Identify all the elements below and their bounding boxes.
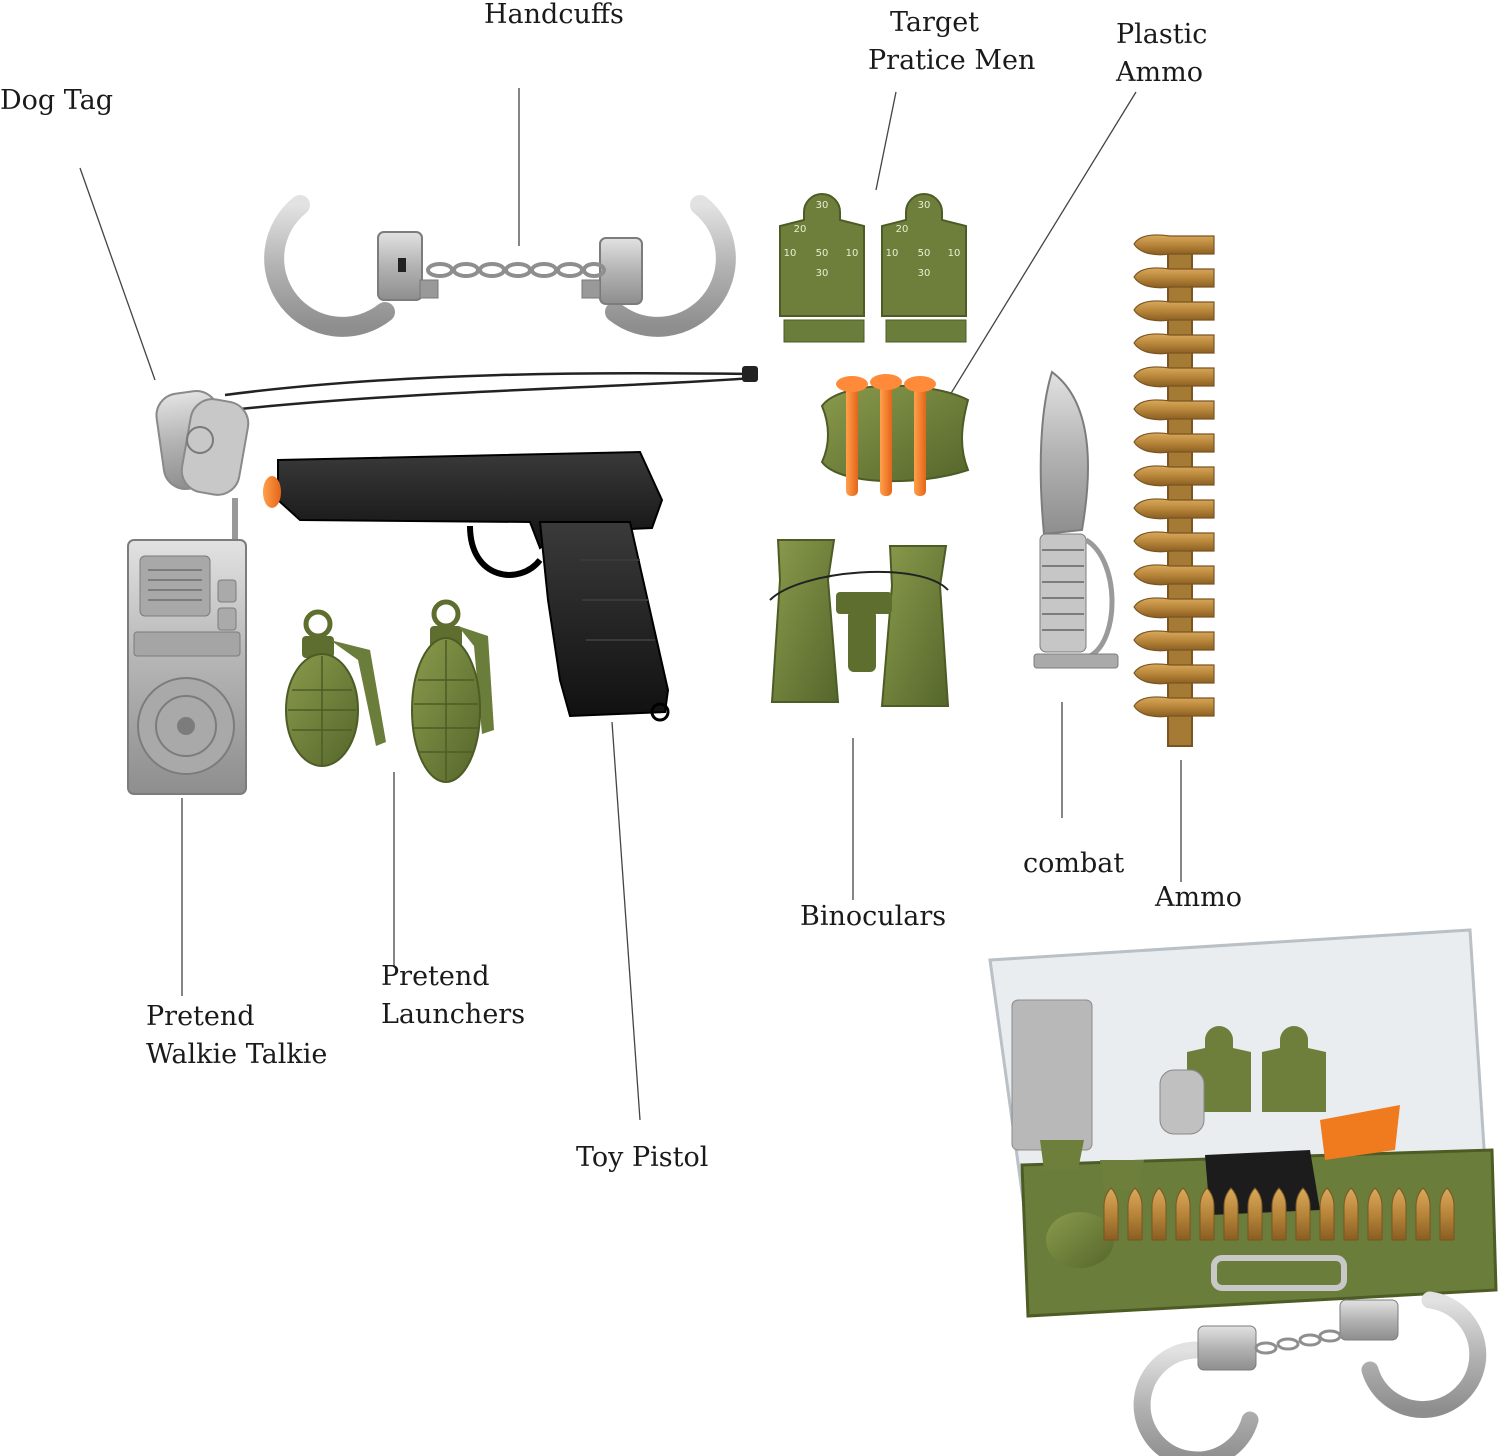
- label-combat: combat: [1023, 845, 1124, 883]
- target-men-image: 30 50 30 10 10 20 30 50 30 10 10 20: [779, 193, 967, 343]
- label-ammo-text: Ammo: [1155, 882, 1242, 913]
- case-image: [988, 928, 1498, 1456]
- target-right-score-center: 50: [918, 248, 931, 259]
- label-target-line2: Pratice Men: [868, 45, 1036, 76]
- label-launchers-line1: Pretend: [381, 961, 490, 992]
- case-bullet: [1391, 1187, 1407, 1241]
- target-right-score-low: 30: [918, 268, 931, 279]
- label-toy-pistol-text: Toy Pistol: [576, 1142, 709, 1173]
- label-binoculars: Binoculars: [800, 898, 946, 936]
- combat-knife-image: [1033, 370, 1119, 669]
- leader-line-pistol: [611, 721, 641, 1121]
- case-bullet: [1103, 1187, 1119, 1241]
- leader-line-plastic-ammo: [949, 91, 1137, 396]
- target-right-score-side-right: 10: [948, 248, 961, 259]
- target-left-score-side: 10: [784, 248, 797, 259]
- target-left-score-side-right: 10: [846, 248, 859, 259]
- bullet: [1133, 597, 1215, 619]
- label-launchers-line2: Launchers: [381, 999, 526, 1030]
- label-pretend-launchers: Pretend Launchers: [381, 958, 525, 1034]
- target-right-score-mid: 20: [896, 224, 909, 235]
- ammo-belt-image: [1167, 237, 1193, 747]
- bullet: [1133, 696, 1215, 718]
- toy-pistol-image: [263, 450, 670, 722]
- target-left-score-mid: 20: [794, 224, 807, 235]
- grenades-image: [285, 599, 494, 783]
- label-target-line1: Target: [890, 7, 980, 38]
- label-pretend-walkie-talkie: Pretend Walkie Talkie: [146, 998, 327, 1074]
- label-dog-tag-text: Dog Tag: [0, 85, 114, 116]
- bullet: [1133, 234, 1215, 256]
- bullet: [1133, 333, 1215, 355]
- label-toy-pistol: Toy Pistol: [576, 1139, 708, 1177]
- target-right: 30 50 30 10 10 20: [881, 193, 967, 343]
- bullet: [1133, 531, 1215, 553]
- case-bullet: [1199, 1187, 1215, 1241]
- case-bullet: [1247, 1187, 1263, 1241]
- label-walkie-line2: Walkie Talkie: [146, 1039, 328, 1070]
- label-plastic-ammo-line1: Plastic: [1116, 19, 1208, 50]
- bullet: [1133, 366, 1215, 388]
- label-combat-text: combat: [1023, 848, 1125, 879]
- walkie-talkie-image: [127, 498, 247, 795]
- label-handcuffs: Handcuffs: [484, 0, 624, 34]
- label-walkie-line1: Pretend: [146, 1001, 255, 1032]
- label-handcuffs-text: Handcuffs: [484, 0, 624, 30]
- leader-line-target: [875, 91, 897, 191]
- plastic-ammo-image: [820, 374, 970, 496]
- leader-lines: [79, 88, 1182, 1121]
- dog-tag-image: [155, 366, 758, 496]
- target-left-score-center: 50: [816, 248, 829, 259]
- bullet: [1133, 399, 1215, 421]
- leader-line-dog-tag: [79, 167, 156, 381]
- case-bullet: [1127, 1187, 1143, 1241]
- label-plastic-ammo-line2: Ammo: [1116, 57, 1203, 88]
- case-bullet: [1223, 1187, 1239, 1241]
- label-target-practice-men: Target Pratice Men: [868, 4, 1035, 80]
- label-dog-tag: Dog Tag: [0, 82, 113, 120]
- bullet: [1133, 630, 1215, 652]
- case-bullet: [1175, 1187, 1191, 1241]
- label-binoculars-text: Binoculars: [800, 901, 947, 932]
- label-plastic-ammo: Plastic Ammo: [1116, 16, 1207, 92]
- ammo-belt-bullets: [1133, 234, 1215, 718]
- bullet: [1133, 432, 1215, 454]
- target-left-score-top: 30: [816, 200, 829, 211]
- case-bullet: [1319, 1187, 1335, 1241]
- label-ammo: Ammo: [1155, 879, 1242, 917]
- bullet: [1133, 300, 1215, 322]
- case-bullet: [1439, 1187, 1455, 1241]
- target-left: 30 50 30 10 10 20: [779, 193, 865, 343]
- target-left-score-low: 30: [816, 268, 829, 279]
- bullet: [1133, 465, 1215, 487]
- case-bullet: [1415, 1187, 1431, 1241]
- handcuffs-image: [264, 195, 736, 337]
- case-bullet: [1151, 1187, 1167, 1241]
- bullet: [1133, 267, 1215, 289]
- bullet: [1133, 564, 1215, 586]
- case-bullet: [1295, 1187, 1311, 1241]
- case-bullet: [1271, 1187, 1287, 1241]
- bullet: [1133, 498, 1215, 520]
- target-right-score-side: 10: [886, 248, 899, 259]
- bullet: [1133, 663, 1215, 685]
- binoculars-image: [769, 539, 950, 707]
- case-bullet: [1343, 1187, 1359, 1241]
- target-right-score-top: 30: [918, 200, 931, 211]
- case-bullet: [1367, 1187, 1383, 1241]
